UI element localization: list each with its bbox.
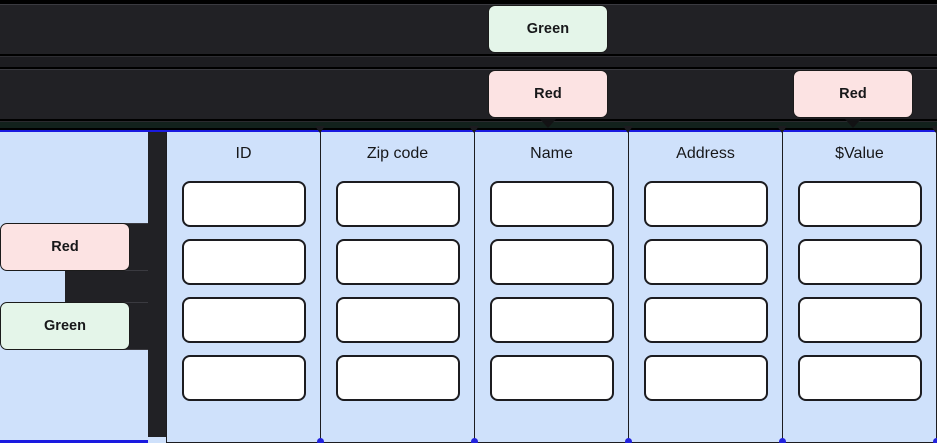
column-header-name: Name (530, 145, 573, 162)
table-cell[interactable] (489, 239, 614, 285)
annotation-chip-red-name[interactable]: Red (488, 70, 608, 118)
sidebar-gap-fill (65, 271, 150, 303)
table-cell[interactable] (181, 239, 306, 285)
connector-arrow-name-icon (540, 119, 556, 128)
annotation-chip-green-top[interactable]: Green (488, 5, 608, 53)
column-caret-icon (315, 126, 325, 133)
table-cell[interactable] (335, 181, 460, 227)
table-cell[interactable] (181, 297, 306, 343)
table-cell[interactable] (797, 181, 922, 227)
annotation-chip-red-value[interactable]: Red (793, 70, 913, 118)
table-cell[interactable] (643, 297, 768, 343)
table-cell[interactable] (489, 297, 614, 343)
table-cell[interactable] (797, 355, 922, 401)
column-header-zip-code: Zip code (366, 145, 429, 162)
left-sidebar-panel: Red Green (0, 132, 150, 443)
table-cell[interactable] (335, 239, 460, 285)
column-caret-icon (623, 126, 633, 133)
table-column-value[interactable]: $Value (783, 126, 937, 443)
column-header-address: Address (676, 145, 735, 162)
table-cell[interactable] (797, 297, 922, 343)
top-band-row-2 (0, 69, 937, 120)
column-caret-icon (469, 126, 479, 133)
table-cell[interactable] (181, 355, 306, 401)
connector-arrow-value-icon (845, 119, 861, 128)
board-canvas: Red Green ID Zip code (0, 126, 937, 443)
column-header-id: ID (235, 145, 252, 162)
table-cell[interactable] (797, 239, 922, 285)
top-band-row-1 (0, 4, 937, 55)
table-column-zip-code[interactable]: Zip code (321, 126, 479, 443)
column-caret-icon (931, 126, 937, 133)
column-anchor-nub (933, 438, 937, 443)
table-cell[interactable] (181, 181, 306, 227)
sidebar-chip-red[interactable]: Red (0, 223, 130, 271)
top-band-footer (0, 121, 937, 129)
table-column-id[interactable]: ID (166, 126, 325, 443)
sidebar-chip-green[interactable]: Green (0, 302, 130, 350)
column-anchor-nub (779, 438, 786, 443)
table-cell[interactable] (643, 181, 768, 227)
column-anchor-nub (317, 438, 324, 443)
table-cell[interactable] (643, 239, 768, 285)
table-cell[interactable] (643, 355, 768, 401)
table-cell[interactable] (489, 355, 614, 401)
sidebar-divider-strip (148, 132, 166, 437)
column-anchor-nub (471, 438, 478, 443)
column-header-value: $Value (835, 145, 884, 162)
table-columns: ID Zip code Name (166, 126, 937, 443)
table-column-address[interactable]: Address (629, 126, 787, 443)
column-anchor-nub (625, 438, 632, 443)
table-cell[interactable] (489, 181, 614, 227)
table-column-name[interactable]: Name (475, 126, 633, 443)
top-band-gap (0, 56, 937, 68)
table-cell[interactable] (335, 355, 460, 401)
table-cell[interactable] (335, 297, 460, 343)
column-caret-icon (777, 126, 787, 133)
